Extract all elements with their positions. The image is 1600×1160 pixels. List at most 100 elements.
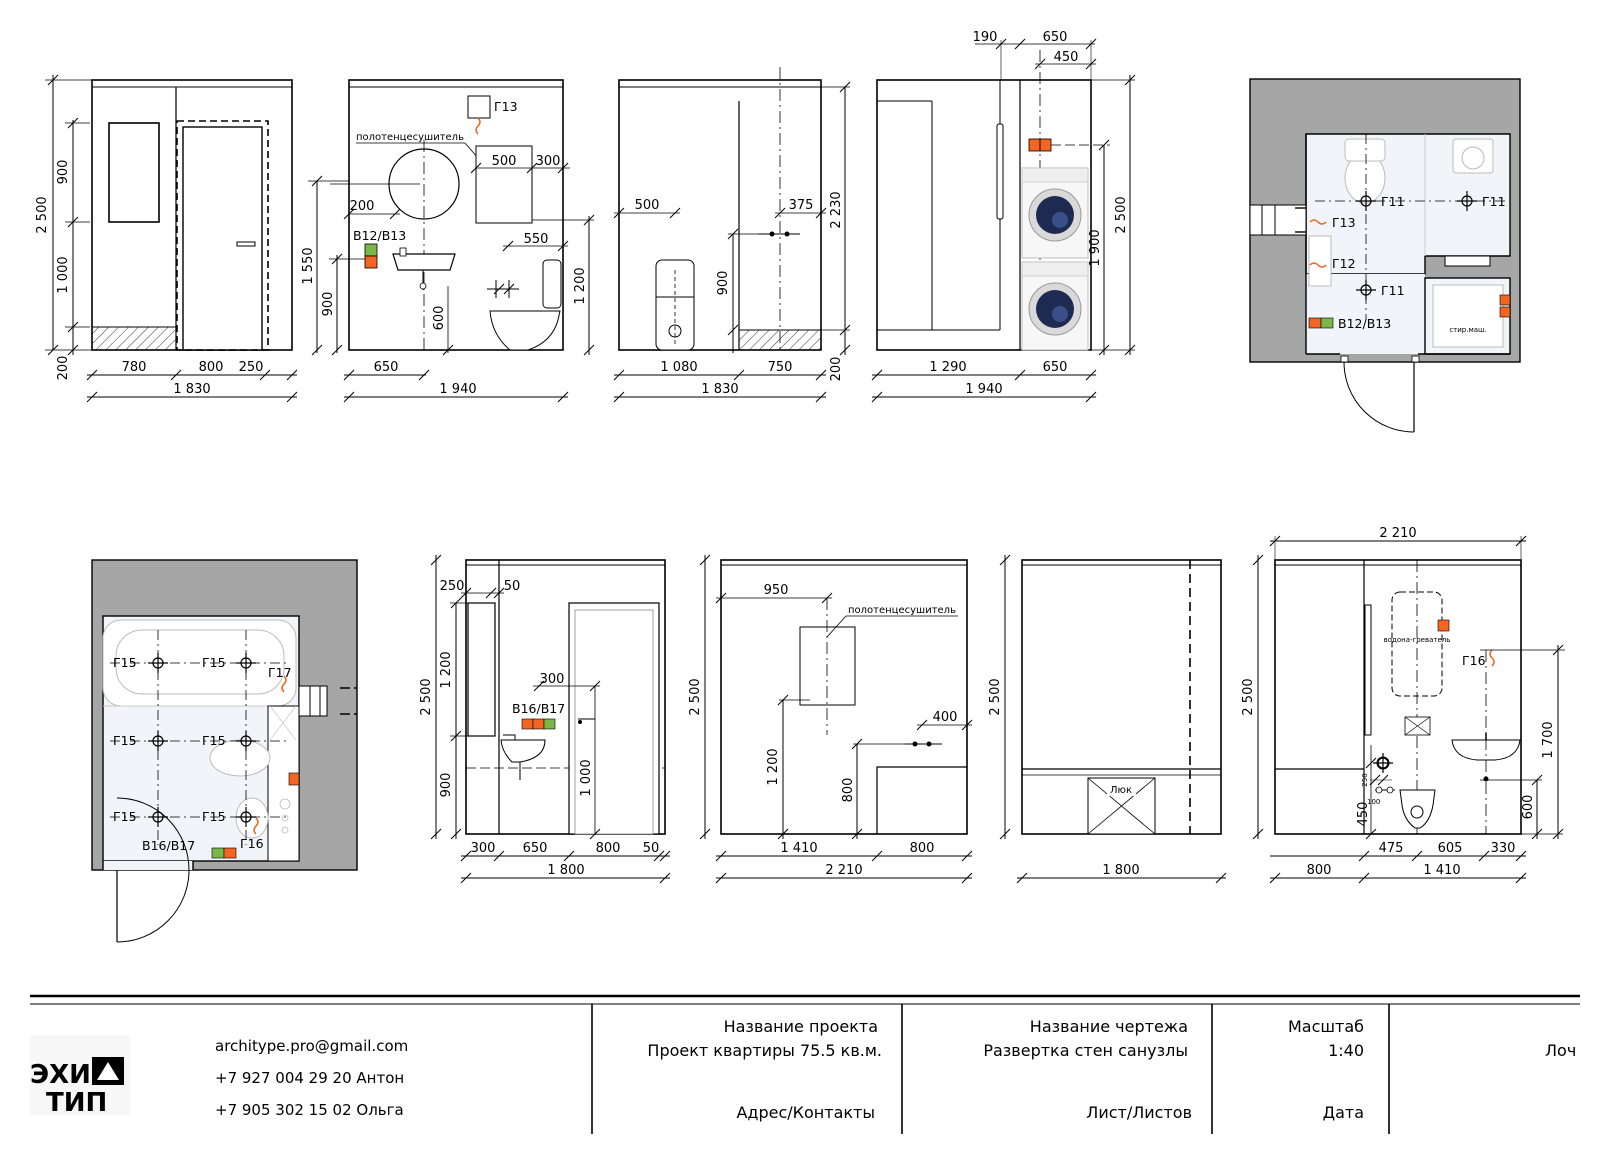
dim-h-total: 2 500 <box>35 196 50 233</box>
dim-w605: 605 <box>1438 841 1463 856</box>
socket-green <box>364 243 378 257</box>
dim-w1410: 1 410 <box>1423 863 1460 878</box>
dim-2500: 2 500 <box>688 678 703 715</box>
dim-2230: 2 230 <box>829 191 844 228</box>
dim-h-mid: 1 000 <box>56 256 71 293</box>
label-g15-b: Г15 <box>202 655 226 670</box>
dim-2500: 2 500 <box>988 678 1003 715</box>
label-g11-a: Г11 <box>1381 194 1405 209</box>
title-block: ЭХИ ТИП architype.pro@gmail.com +7 927 0… <box>30 994 1580 1134</box>
elevation-8-heater-wc: водона-греватель Г16 100 250 450 600 1 7… <box>1241 526 1565 884</box>
dim-200: 200 <box>829 357 844 382</box>
door-handle-icon <box>236 241 256 247</box>
door <box>182 126 263 351</box>
dim-100: 100 <box>1367 798 1380 806</box>
label-g12: Г12 <box>1332 256 1356 271</box>
toilet-bowl <box>489 310 561 351</box>
dim-w800: 800 <box>910 841 935 856</box>
dim-400: 400 <box>933 710 958 725</box>
label-g11-c: Г11 <box>1381 283 1405 298</box>
dim-1200: 1 200 <box>766 748 781 785</box>
toilet-tank <box>542 259 562 309</box>
dim-w1080: 1 080 <box>660 360 697 375</box>
dim-w1410: 1 410 <box>780 841 817 856</box>
elevation-4-washer-dryer: 190 650 450 2 500 1 900 1 290 650 1 940 <box>871 30 1136 403</box>
label-b12-b13: В12/В13 <box>1338 316 1391 331</box>
dim-190: 190 <box>973 30 998 45</box>
label-towel-dryer: полотенцесушитель <box>356 132 464 143</box>
elevation-3-toilet-side: 500 375 900 2 230 200 1 080 750 1 830 <box>613 67 851 403</box>
dim-250: 250 <box>440 579 465 594</box>
dim-w-total: 1 800 <box>547 863 584 878</box>
label-g13: Г13 <box>1332 215 1356 230</box>
washer-icon <box>1021 261 1089 351</box>
dim-900: 900 <box>321 292 336 317</box>
label-g15-c: Г15 <box>113 733 137 748</box>
contact-phone-2[interactable]: +7 905 302 15 02 Ольга <box>215 1101 404 1119</box>
label-heater: водона-греватель <box>1384 636 1451 644</box>
dim-w1290: 1 290 <box>929 360 966 375</box>
dim-50: 50 <box>504 579 521 594</box>
dim-w-door: 800 <box>199 360 224 375</box>
g13-box <box>467 95 491 119</box>
dim-2500: 2 500 <box>1114 196 1129 233</box>
wardrobe-handle <box>996 123 1004 220</box>
plan-2-bathroom: Г15 Г15 Г15 Г15 Г15 Г15 Г17 Г16 В16/В17 <box>91 559 358 943</box>
dim-375: 375 <box>789 198 814 213</box>
dim-h-top: 900 <box>56 160 71 185</box>
dim-2500: 2 500 <box>419 678 434 715</box>
label-g11-b: Г11 <box>1482 194 1506 209</box>
dim-w-total: 1 940 <box>439 382 476 397</box>
label-g15-d: Г15 <box>202 733 226 748</box>
dim-w-total: 1 830 <box>173 382 210 397</box>
elevation-7-bathtub-hatch: Люк 2 500 1 800 <box>988 554 1227 884</box>
label-b16-b17: В16/В17 <box>512 701 565 716</box>
towel-dryer <box>475 145 533 224</box>
dim-w750: 750 <box>768 360 793 375</box>
label-towel-dryer: полотенцесушитель <box>848 605 956 616</box>
drawing-name-value: Развертка стен санузлы <box>983 1041 1188 1060</box>
dim-w650: 650 <box>1043 360 1068 375</box>
elevation-6-towel-dryer: 950 полотенцесушитель 1 200 800 400 2 50… <box>688 554 973 884</box>
dim-900: 900 <box>439 773 454 798</box>
label-hatch: Люк <box>1110 785 1132 796</box>
sink <box>392 253 456 271</box>
label-g16: Г16 <box>1462 653 1486 668</box>
dim-900: 900 <box>716 271 731 296</box>
label-g17: Г17 <box>268 665 292 680</box>
elevation-2-sink-toilet: Г13 полотенцесушитель 500 300 200 В12/В1… <box>301 79 595 403</box>
dim-450: 450 <box>1054 50 1079 65</box>
logo-top-text: ЭХИ <box>30 1060 91 1090</box>
dim-w-right: 250 <box>239 360 264 375</box>
label-g15-e: Г15 <box>113 809 137 824</box>
dim-w-total: 2 210 <box>825 863 862 878</box>
dim-w-total: 1 800 <box>1102 863 1139 878</box>
dim-w475: 475 <box>1379 841 1404 856</box>
contact-email[interactable]: architype.pro@gmail.com <box>215 1037 408 1055</box>
contact-phone-1[interactable]: +7 927 004 29 20 Антон <box>215 1069 404 1087</box>
company-logo: ЭХИ ТИП <box>30 1035 130 1118</box>
dim-600: 600 <box>432 306 447 331</box>
logo-bottom-text: ТИП <box>46 1088 107 1118</box>
label-g13: Г13 <box>494 99 518 114</box>
label-g15-a: Г15 <box>113 655 137 670</box>
label-g16: Г16 <box>240 836 264 851</box>
loc-label: Лоч <box>1545 1041 1576 1060</box>
elevation-5-sink-door: В16/В17 300 1 000 250 50 2 500 1 200 900… <box>419 554 671 884</box>
dim-500: 500 <box>492 154 517 169</box>
dim-w330: 330 <box>1491 841 1516 856</box>
dim-h-bot: 200 <box>56 356 71 381</box>
dim-w650: 650 <box>523 841 548 856</box>
label-b16-b17: В16/В17 <box>142 838 195 853</box>
dim-300: 300 <box>536 154 561 169</box>
drawing-name-label: Название чертежа <box>1030 1017 1188 1036</box>
dim-w50: 50 <box>643 841 660 856</box>
dim-w800: 800 <box>596 841 621 856</box>
dim-w650: 650 <box>374 360 399 375</box>
project-name-value: Проект квартиры 75.5 кв.м. <box>647 1041 882 1060</box>
dim-650: 650 <box>1043 30 1068 45</box>
dim-500: 500 <box>635 198 660 213</box>
dim-w800: 800 <box>1307 863 1332 878</box>
dim-w300: 300 <box>471 841 496 856</box>
